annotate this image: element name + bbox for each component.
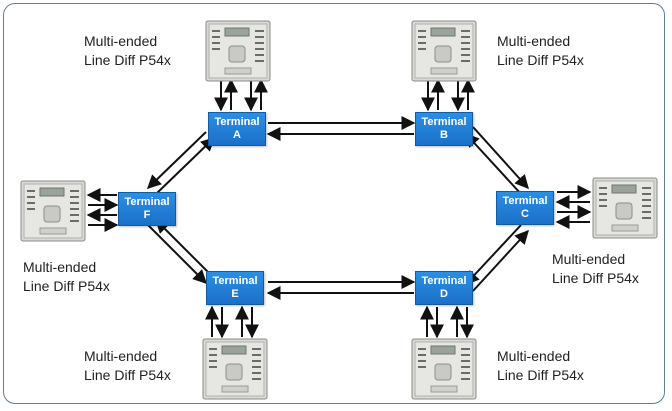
relay-device-icon bbox=[592, 177, 658, 239]
caption-line-1: Multi-ended bbox=[84, 33, 158, 49]
terminal-e: Terminal E bbox=[206, 271, 264, 305]
terminal-letter: E bbox=[231, 288, 239, 300]
caption-line-2: Line Diff P54x bbox=[552, 270, 639, 286]
relay-device-icon bbox=[411, 338, 477, 400]
terminal-d: Terminal D bbox=[415, 271, 473, 305]
relay-caption-e: Multi-ended Line Diff P54x bbox=[84, 347, 171, 385]
terminal-label: Terminal bbox=[421, 116, 467, 128]
caption-line-2: Line Diff P54x bbox=[23, 278, 110, 294]
link-f-e bbox=[147, 219, 215, 284]
relay-caption-f: Multi-ended Line Diff P54x bbox=[23, 258, 110, 296]
caption-line-2: Line Diff P54x bbox=[497, 52, 584, 68]
relay-link-c bbox=[555, 185, 592, 229]
caption-line-2: Line Diff P54x bbox=[497, 367, 584, 383]
link-a-f bbox=[146, 131, 216, 195]
terminal-label: Terminal bbox=[124, 196, 170, 208]
relay-link-b bbox=[421, 78, 475, 112]
terminal-letter: D bbox=[440, 288, 448, 300]
relay-device-icon bbox=[411, 20, 477, 82]
link-c-d bbox=[465, 224, 529, 292]
terminal-letter: C bbox=[521, 208, 529, 220]
relay-device-icon bbox=[205, 20, 271, 82]
caption-line-1: Multi-ended bbox=[552, 251, 626, 267]
caption-line-2: Line Diff P54x bbox=[84, 367, 171, 383]
relay-caption-a: Multi-ended Line Diff P54x bbox=[84, 32, 171, 70]
terminal-label: Terminal bbox=[214, 116, 260, 128]
caption-line-1: Multi-ended bbox=[497, 33, 571, 49]
terminal-letter: A bbox=[233, 129, 241, 141]
relay-device-icon bbox=[20, 180, 86, 242]
caption-line-1: Multi-ended bbox=[497, 348, 571, 364]
caption-line-1: Multi-ended bbox=[23, 259, 97, 275]
relay-link-d bbox=[420, 305, 474, 339]
caption-line-1: Multi-ended bbox=[84, 348, 158, 364]
relay-link-f bbox=[86, 188, 119, 232]
terminal-label: Terminal bbox=[212, 275, 258, 287]
relay-caption-c: Multi-ended Line Diff P54x bbox=[552, 250, 639, 288]
diagram-frame bbox=[3, 3, 665, 404]
link-b-c bbox=[465, 126, 529, 195]
terminal-letter: F bbox=[143, 209, 151, 221]
terminal-label: Terminal bbox=[502, 195, 548, 207]
terminal-b: Terminal B bbox=[415, 112, 473, 146]
link-e-d bbox=[266, 275, 416, 300]
relay-caption-b: Multi-ended Line Diff P54x bbox=[497, 32, 584, 70]
terminal-label: Terminal bbox=[421, 275, 467, 287]
relay-link-a bbox=[214, 78, 268, 112]
relay-caption-d: Multi-ended Line Diff P54x bbox=[497, 347, 584, 385]
terminal-f: Terminal F bbox=[118, 192, 176, 226]
relay-link-e bbox=[205, 305, 259, 339]
terminal-a: Terminal A bbox=[208, 112, 266, 146]
terminal-c: Terminal C bbox=[496, 191, 554, 225]
terminal-letter: B bbox=[440, 129, 448, 141]
link-a-b bbox=[266, 116, 416, 141]
relay-device-icon bbox=[202, 338, 268, 400]
caption-line-2: Line Diff P54x bbox=[84, 52, 171, 68]
